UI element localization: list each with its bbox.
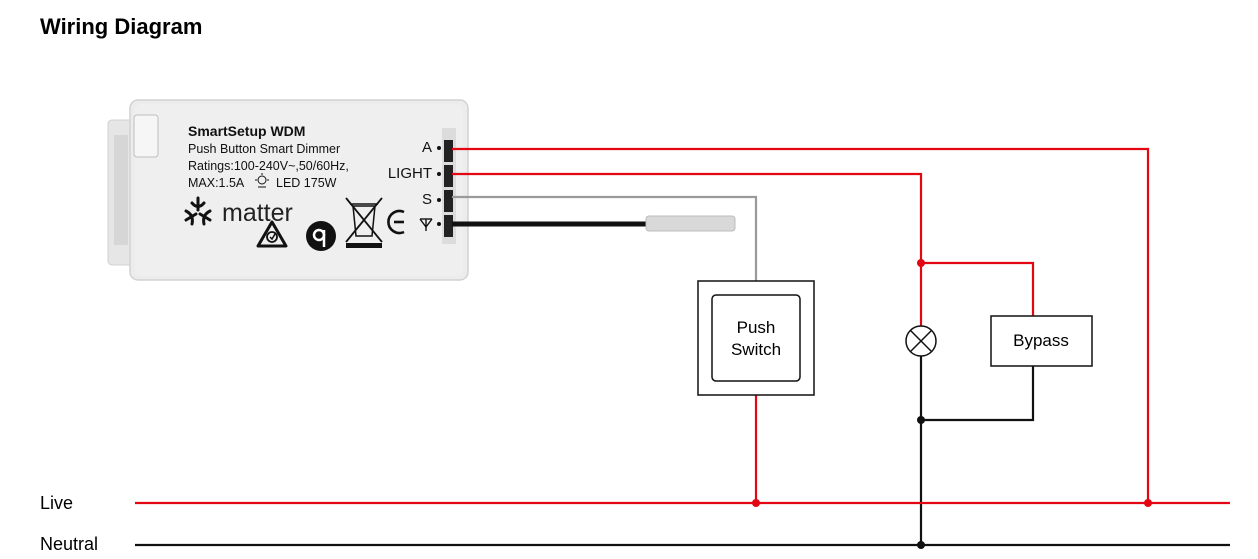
lamp-symbol-icon xyxy=(905,325,937,357)
antenna-icon xyxy=(419,218,433,231)
wire-light-to-bypass xyxy=(921,261,1035,316)
terminal-label-s: S xyxy=(422,191,432,208)
junction-dot xyxy=(917,259,925,267)
junction-dot xyxy=(752,499,760,507)
matter-brand-text: matter xyxy=(222,199,293,227)
push-switch: Push Switch xyxy=(697,280,815,396)
bypass-module: Bypass xyxy=(990,315,1093,367)
wire-s-to-switch xyxy=(452,195,758,281)
page-title: Wiring Diagram xyxy=(40,14,202,39)
weee-bin-icon xyxy=(345,197,383,248)
push-switch-label-line1: Push xyxy=(737,318,776,337)
wire-terminal-a-to-live xyxy=(452,147,1150,503)
junction-dot xyxy=(917,416,925,424)
certification-mark-icon xyxy=(306,221,336,251)
terminal-label-light: LIGHT xyxy=(388,165,432,182)
device-name: SmartSetup WDM xyxy=(188,123,305,139)
terminal-label-a: A xyxy=(422,139,432,156)
junctions xyxy=(752,259,1152,549)
ce-mark-icon xyxy=(387,209,405,235)
device-max-suffix: LED 175W xyxy=(276,176,337,190)
neutral-label: Neutral xyxy=(40,534,98,554)
bypass-label: Bypass xyxy=(1013,331,1069,350)
wire-light-to-lamp xyxy=(452,172,923,326)
push-switch-label-line2: Switch xyxy=(731,340,781,359)
antenna-tip xyxy=(645,215,736,232)
junction-dot xyxy=(1144,499,1152,507)
dimmer-device: SmartSetup WDM Push Button Smart Dimmer … xyxy=(107,99,469,281)
wire-bypass-to-neutral xyxy=(921,366,1035,422)
wires xyxy=(135,147,1230,547)
device-ratings: Ratings:100-240V~,50/60Hz, xyxy=(188,159,349,173)
junction-dot xyxy=(917,541,925,549)
bulb-icon xyxy=(255,173,269,188)
device-subtitle: Push Button Smart Dimmer xyxy=(188,142,340,156)
live-label: Live xyxy=(40,493,73,513)
rcm-mark-icon xyxy=(256,220,288,248)
matter-logo-icon xyxy=(184,196,212,226)
device-max-prefix: MAX:1.5A xyxy=(188,176,245,190)
